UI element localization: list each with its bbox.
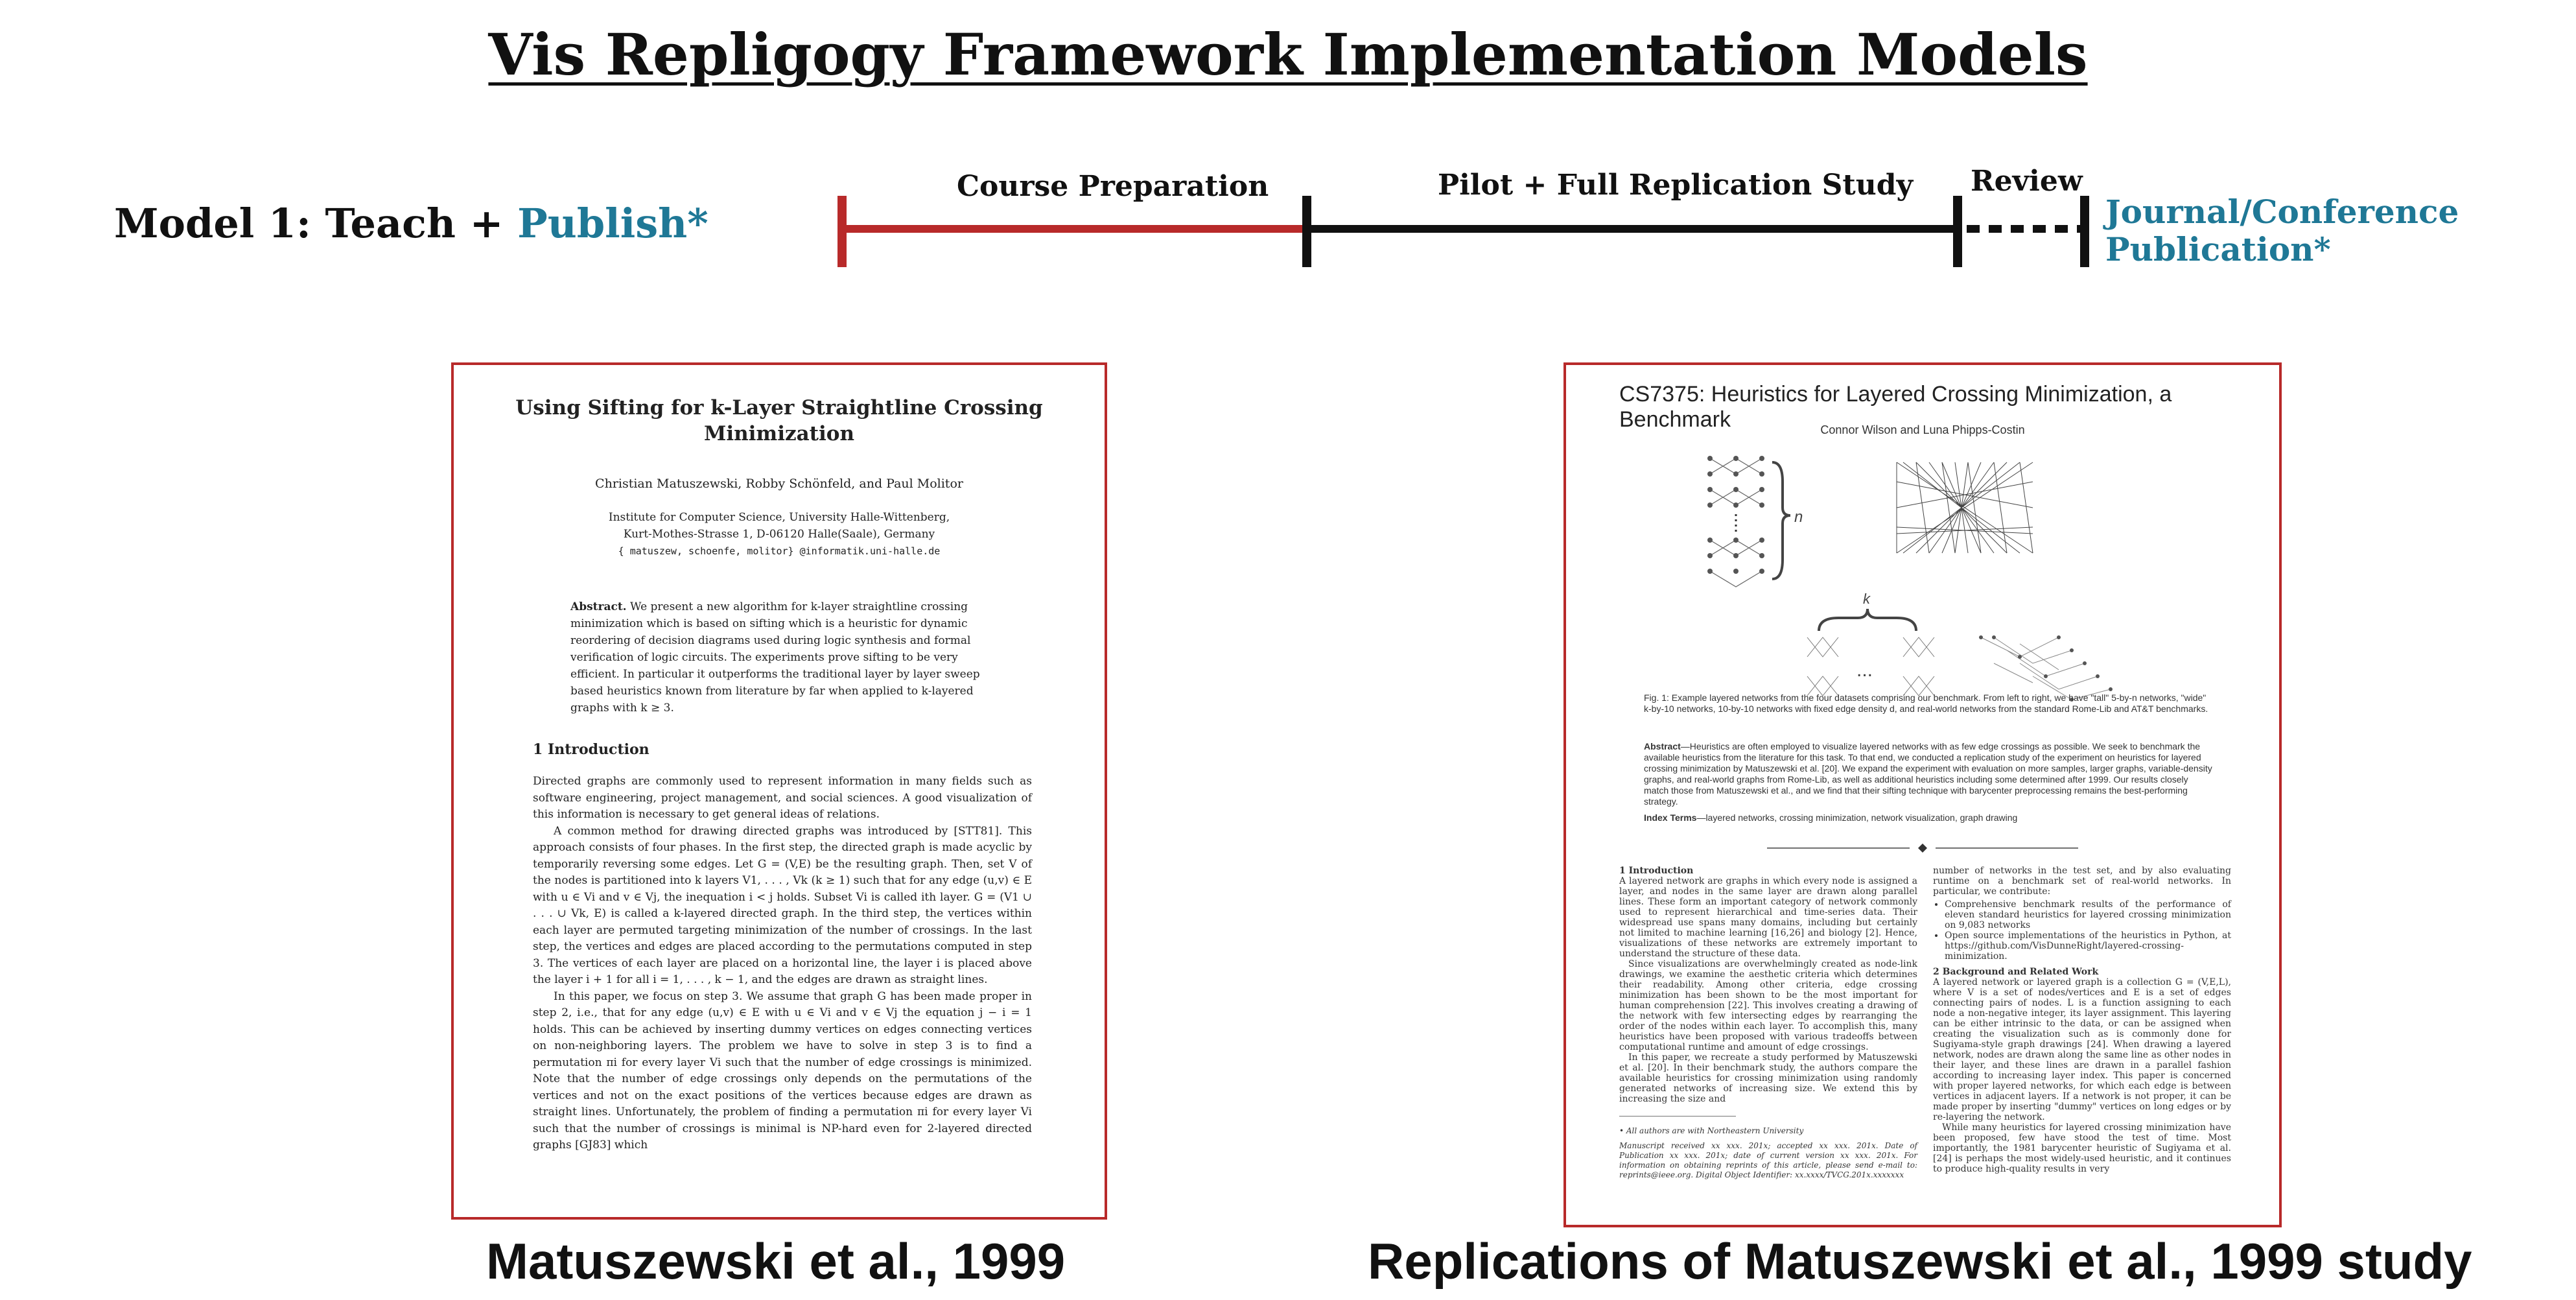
body-paragraph: Since visualizations are overwhelmingly … bbox=[1619, 959, 1917, 1052]
body-paragraph: While many heuristics for layered crossi… bbox=[1933, 1122, 2231, 1174]
model-highlight: Publish* bbox=[517, 200, 708, 247]
caption-replications: Replications of Matuszewski et al., 1999… bbox=[1368, 1233, 2472, 1290]
paper-original-title: Using Sifting for k-Layer Straightline C… bbox=[454, 395, 1105, 447]
network-real-nodes bbox=[1979, 635, 2113, 702]
ellipsis: ... bbox=[1856, 659, 1873, 681]
inst-line1: Institute for Computer Science, Universi… bbox=[608, 511, 950, 524]
column-left: 1 Introduction A layered network are gra… bbox=[1619, 866, 1917, 1180]
column-right: number of networks in the test set, and … bbox=[1933, 866, 2231, 1174]
footnote-manuscript: Manuscript received xx xxx. 201x; accept… bbox=[1619, 1141, 1917, 1179]
label-n: n bbox=[1794, 508, 1803, 526]
stage-course-preparation: Course Preparation bbox=[957, 170, 1269, 203]
caption-original: Matuszewski et al., 1999 bbox=[486, 1233, 1066, 1290]
figure-network-examples: n k ... bbox=[1707, 456, 2113, 702]
index-label: Index Terms bbox=[1644, 812, 1697, 823]
publication-line2: Publication* bbox=[2105, 230, 2331, 268]
inst-line2: Kurt-Mothes-Strasse 1, D-06120 Halle(Saa… bbox=[623, 528, 935, 541]
paper-original-body: Directed graphs are commonly used to rep… bbox=[533, 774, 1032, 1154]
publication-line1: Journal/Conference bbox=[2105, 193, 2459, 231]
network-tall-nodes bbox=[1707, 456, 1764, 574]
paper-replication-title: CS7375: Heuristics for Layered Crossing … bbox=[1619, 382, 2172, 432]
network-wide bbox=[1807, 637, 1935, 696]
section-divider bbox=[1767, 844, 2078, 853]
section-heading: 1 Introduction bbox=[533, 741, 650, 758]
abstract-label: Abstract. bbox=[570, 600, 627, 613]
page-title: Vis Repligogy Framework Implementation M… bbox=[488, 21, 2088, 88]
body-paragraph: In this paper, we focus on step 3. We as… bbox=[533, 989, 1032, 1152]
paper-original-authors: Christian Matuszewski, Robby Schönfeld, … bbox=[595, 477, 963, 491]
section-heading: 1 Introduction bbox=[1619, 866, 1694, 876]
brace-n bbox=[1772, 461, 1791, 580]
body-paragraph: In this paper, we recreate a study perfo… bbox=[1619, 1052, 1917, 1104]
index-text: —layered networks, crossing minimization… bbox=[1696, 812, 2018, 823]
body-paragraph: Directed graphs are commonly used to rep… bbox=[533, 775, 1032, 821]
footnote-authors: • All authors are with Northeastern Univ… bbox=[1619, 1126, 1804, 1135]
abstract-text: We present a new algorithm for k-layer s… bbox=[570, 600, 980, 715]
stage-pilot-replication: Pilot + Full Replication Study bbox=[1438, 169, 1914, 202]
paper-original: Using Sifting for k-Layer Straightline C… bbox=[451, 362, 1107, 1220]
section-heading: 2 Background and Related Work bbox=[1933, 967, 2099, 977]
list-item: Open source implementations of the heuri… bbox=[1945, 930, 2231, 962]
model-prefix: Model 1: Teach + bbox=[114, 200, 518, 247]
brace-k bbox=[1818, 608, 1917, 632]
network-real bbox=[1980, 637, 2111, 700]
paper-replication: CS7375: Heuristics for Layered Crossing … bbox=[1563, 362, 2282, 1227]
paper-replication-authors: Connor Wilson and Luna Phipps-Costin bbox=[1820, 423, 2025, 436]
timeline bbox=[837, 196, 2089, 267]
abstract-text: —Heuristics are often employed to visual… bbox=[1644, 741, 2212, 807]
body-paragraph: A layered network or layered graph is a … bbox=[1933, 977, 2231, 1122]
figure-caption: Fig. 1: Example layered networks from th… bbox=[1644, 692, 2208, 714]
stage-review: Review bbox=[1971, 165, 2083, 198]
contribution-list: Comprehensive benchmark results of the p… bbox=[1933, 899, 2231, 962]
abstract-label: Abstract bbox=[1644, 741, 1681, 751]
network-tall bbox=[1709, 458, 1762, 587]
paper-replication-abstract: Abstract—Heuristics are often employed t… bbox=[1644, 741, 2214, 807]
network-dense bbox=[1896, 462, 2033, 554]
title-line1: Using Sifting for k-Layer Straightline C… bbox=[515, 396, 1043, 420]
body-paragraph: number of networks in the test set, and … bbox=[1933, 866, 2231, 897]
model-label: Model 1: Teach + Publish* bbox=[114, 200, 708, 247]
publication-label: Journal/Conference Publication* bbox=[2105, 193, 2459, 268]
body-paragraph: A layered network are graphs in which ev… bbox=[1619, 876, 1917, 959]
label-k: k bbox=[1863, 591, 1871, 607]
inst-line3: { matuszew, schoenfe, molitor} @informat… bbox=[618, 545, 941, 557]
index-terms: Index Terms—layered networks, crossing m… bbox=[1644, 812, 2214, 823]
title-line2: Minimization bbox=[704, 422, 854, 445]
body-paragraph: A common method for drawing directed gra… bbox=[533, 824, 1032, 987]
paper-original-institution: Institute for Computer Science, Universi… bbox=[454, 509, 1105, 560]
paper-original-abstract: Abstract. We present a new algorithm for… bbox=[570, 598, 992, 716]
list-item: Comprehensive benchmark results of the p… bbox=[1945, 899, 2231, 930]
